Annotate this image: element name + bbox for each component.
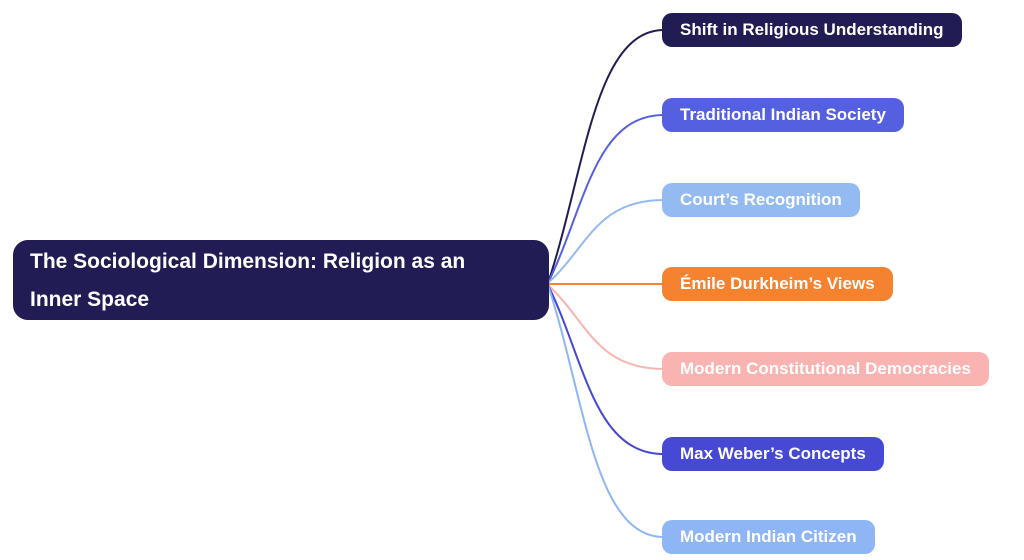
- edge-traditional-indian-society: [547, 114, 665, 284]
- branch-label: Max Weber’s Concepts: [680, 444, 866, 463]
- branch-label: Court’s Recognition: [680, 190, 842, 209]
- branch-label: Traditional Indian Society: [680, 105, 886, 124]
- branch-label: Émile Durkheim’s Views: [680, 274, 875, 293]
- branch-node-modern-indian-citizen[interactable]: Modern Indian Citizen: [662, 520, 875, 554]
- branch-node-max-webers-concepts[interactable]: Max Weber’s Concepts: [662, 437, 884, 471]
- root-node-label-line-1: The Sociological Dimension: Religion as …: [30, 250, 466, 273]
- edge-courts-recognition: [547, 199, 665, 284]
- branch-node-shift-in-religious-understanding[interactable]: Shift in Religious Understanding: [662, 13, 962, 47]
- edge-modern-indian-citizen: [547, 284, 665, 538]
- branch-node-emile-durkheims-views[interactable]: Émile Durkheim’s Views: [662, 267, 893, 301]
- branch-label: Modern Indian Citizen: [680, 527, 857, 546]
- branch-node-traditional-indian-society[interactable]: Traditional Indian Society: [662, 98, 904, 132]
- branch-label: Modern Constitutional Democracies: [680, 359, 971, 378]
- edge-modern-constitutional-democracies: [547, 284, 665, 370]
- edge-max-webers-concepts: [547, 284, 665, 455]
- branch-label: Shift in Religious Understanding: [680, 20, 944, 39]
- branch-node-modern-constitutional-democracies[interactable]: Modern Constitutional Democracies: [662, 352, 989, 386]
- branch-node-courts-recognition[interactable]: Court’s Recognition: [662, 183, 860, 217]
- edge-shift-in-religious-understanding: [547, 29, 665, 284]
- root-node[interactable]: The Sociological Dimension: Religion as …: [13, 240, 549, 320]
- root-node-label-line-2: Inner Space: [30, 288, 150, 311]
